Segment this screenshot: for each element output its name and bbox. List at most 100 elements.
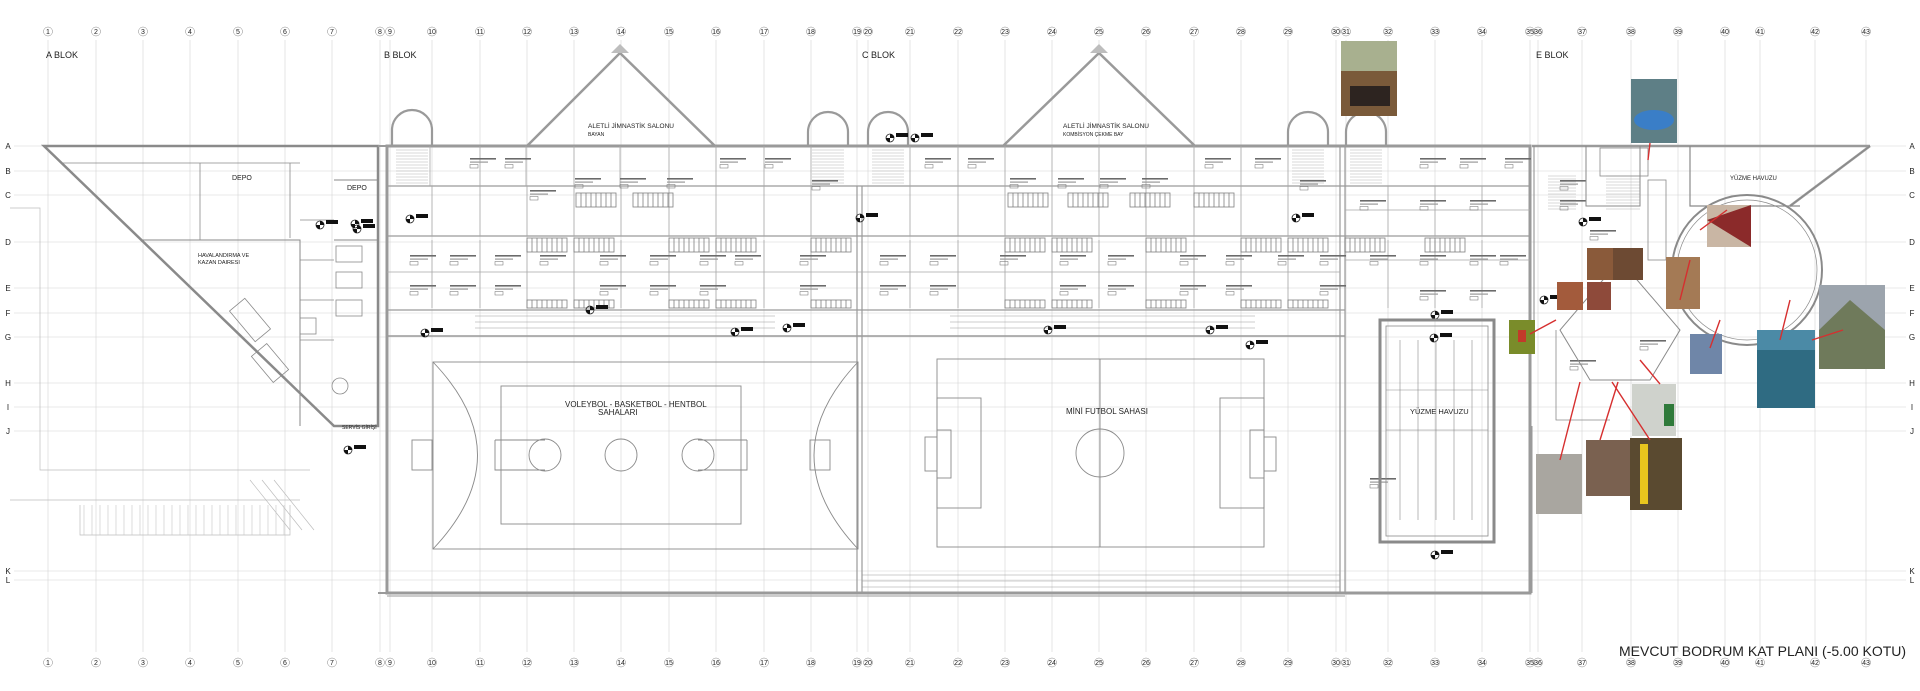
locker-group	[1145, 299, 1187, 309]
locker-group	[1004, 299, 1046, 309]
grid-bubble	[327, 26, 337, 37]
locker-group	[668, 299, 710, 309]
level-marker	[1245, 340, 1268, 350]
grid-column-label: 13	[570, 660, 578, 667]
grid-bubble	[1283, 657, 1293, 668]
grid-bubble	[43, 26, 53, 37]
room-annotation	[924, 158, 951, 169]
pool-main	[1378, 318, 1496, 544]
grid-column-label: 39	[1674, 29, 1682, 36]
grid-column-label: 18	[807, 29, 815, 36]
grid-column-label: 13	[570, 29, 578, 36]
room-annotation	[967, 158, 994, 169]
grid-row-label: D	[5, 238, 11, 247]
grid-column-label: 38	[1627, 29, 1635, 36]
grid-bubble	[1383, 26, 1393, 37]
room-annotation	[494, 285, 521, 296]
room-annotation	[1225, 255, 1252, 266]
level-marker	[1429, 333, 1452, 343]
room-annotation	[929, 255, 956, 266]
grid-bubble	[375, 657, 385, 668]
grid-bubble	[711, 26, 721, 37]
block-label-c: C BLOK	[862, 50, 895, 60]
room-annotation	[1469, 255, 1496, 266]
grid-bubble	[1861, 657, 1871, 668]
room-annotation	[1569, 360, 1596, 371]
grid-column-label: 37	[1578, 660, 1586, 667]
room-annotation	[409, 285, 436, 296]
photo-11	[1587, 282, 1611, 310]
court-volleyball-basketball	[411, 361, 859, 550]
grid-column-label: 4	[188, 660, 192, 667]
grid-column-label: 15	[665, 29, 673, 36]
photo-5	[1757, 330, 1815, 408]
grid-column-label: 18	[807, 660, 815, 667]
grid-bubble	[1626, 26, 1636, 37]
room-annotation	[649, 255, 676, 266]
grid-column-label: 1	[46, 29, 50, 36]
grid-column-label: 23	[1001, 660, 1009, 667]
room-label-havalandirma-2: KAZAN DAIRESI	[198, 260, 240, 266]
grid-bubble	[616, 26, 626, 37]
grid-column-label: 28	[1237, 29, 1245, 36]
room-annotation	[619, 178, 646, 189]
grid-column-label: 17	[760, 660, 768, 667]
photo-1	[1341, 41, 1397, 116]
locker-group	[575, 192, 617, 208]
room-annotation	[734, 255, 761, 266]
level-marker	[1043, 325, 1066, 335]
locker-group	[715, 299, 757, 309]
room-annotation	[719, 158, 746, 169]
level-marker	[315, 220, 338, 230]
grid-bubble	[1283, 26, 1293, 37]
grid-column-label: 23	[1001, 29, 1009, 36]
grid-column-label: 25	[1095, 29, 1103, 36]
grid-bubble	[233, 657, 243, 668]
room-partitions	[387, 146, 1530, 308]
room-annotation	[1639, 340, 1666, 351]
grid-column-label: 9	[388, 660, 392, 667]
grid-bubble	[852, 26, 862, 37]
grid-bubble	[1000, 26, 1010, 37]
grid-bubble	[1577, 26, 1587, 37]
grid-column-label: 34	[1478, 660, 1486, 667]
grid-bubble	[953, 26, 963, 37]
grid-bubble	[1477, 26, 1487, 37]
locker-group	[526, 237, 568, 253]
room-annotation	[1009, 178, 1036, 189]
photo-2	[1631, 79, 1677, 143]
photo-16	[1632, 384, 1676, 436]
grid-bubble	[475, 657, 485, 668]
room-annotation	[699, 255, 726, 266]
room-annotation	[599, 285, 626, 296]
locker-group	[1051, 237, 1093, 253]
block-label-b: B BLOK	[384, 50, 417, 60]
level-marker	[855, 213, 878, 223]
locker-group	[1004, 237, 1046, 253]
grid-column-label: 5	[236, 660, 240, 667]
room-annotation	[1469, 290, 1496, 301]
grid-column-label: 40	[1721, 660, 1729, 667]
photo-3	[1707, 205, 1751, 247]
room-annotation	[1359, 200, 1386, 211]
grid-row-label: A	[1909, 142, 1915, 151]
room-annotation	[1369, 478, 1396, 489]
room-annotation	[764, 158, 791, 169]
grid-row-label: I	[1911, 403, 1913, 412]
room-label-gym-right-1: ALETLİ JİMNASTİK SALONU	[1063, 121, 1149, 130]
locker-group	[1193, 192, 1235, 208]
parking-stalls	[83, 505, 285, 535]
grid-bubble	[1525, 657, 1535, 668]
grid-bubble	[616, 657, 626, 668]
pool-hall-right	[1533, 145, 1871, 421]
locker-group	[668, 237, 710, 253]
room-annotation	[699, 285, 726, 296]
room-annotation	[1107, 255, 1134, 266]
room-label-gym-left-1: ALETLİ JİMNASTİK SALONU	[588, 121, 674, 130]
locker-group	[1007, 192, 1049, 208]
grid-column-label: 26	[1142, 29, 1150, 36]
grid-bubble	[1525, 26, 1535, 37]
grid-column-label: 38	[1627, 660, 1635, 667]
